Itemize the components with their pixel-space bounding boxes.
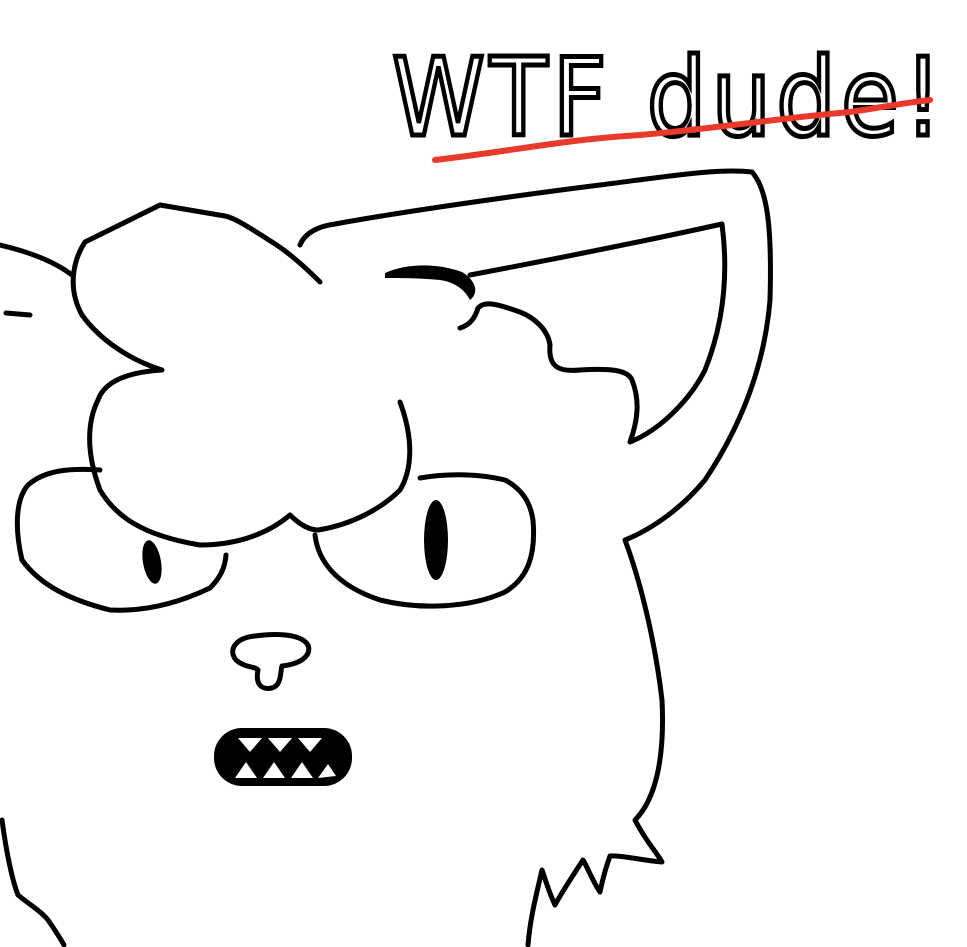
nose	[230, 632, 312, 691]
hair-tuft	[70, 202, 413, 548]
left-edge-line	[0, 242, 75, 278]
head-outline	[297, 168, 773, 947]
ear-fold	[385, 265, 476, 300]
head-outline-left-bottom	[0, 817, 67, 947]
left-dash	[3, 310, 33, 318]
right-pupil	[424, 500, 448, 580]
inner-ear	[457, 221, 728, 445]
left-eye	[14, 466, 229, 613]
right-eye	[312, 472, 537, 609]
mouth	[214, 728, 352, 786]
left-pupil	[142, 540, 162, 584]
caption-text: WTF dude!	[392, 36, 947, 161]
caption-underline	[432, 97, 933, 163]
